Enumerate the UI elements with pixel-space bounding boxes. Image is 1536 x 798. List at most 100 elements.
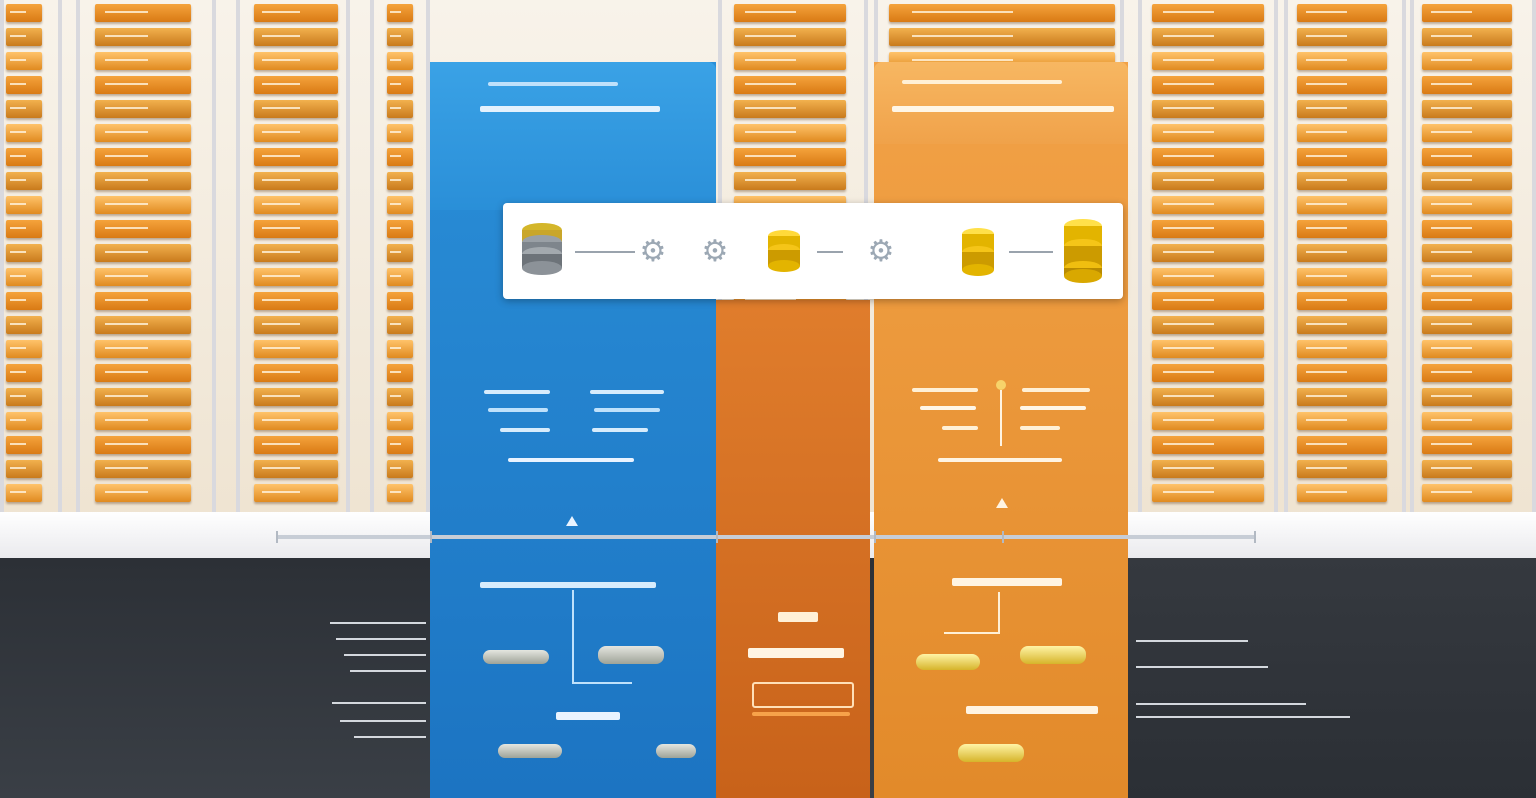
storage-box: [734, 172, 846, 190]
coin-pill: [958, 744, 1024, 762]
storage-box: [254, 4, 338, 22]
storage-box: [387, 316, 413, 334]
storage-box: [6, 340, 42, 358]
storage-box: [254, 100, 338, 118]
storage-box: [1152, 316, 1264, 334]
storage-box: [734, 100, 846, 118]
storage-box: [95, 244, 191, 262]
storage-box: [95, 148, 191, 166]
storage-box: [6, 76, 42, 94]
storage-box: [1422, 268, 1512, 286]
storage-box: [6, 52, 42, 70]
storage-box: [387, 4, 413, 22]
storage-box: [1422, 364, 1512, 382]
storage-box: [254, 436, 338, 454]
storage-box: [1422, 388, 1512, 406]
storage-box: [6, 412, 42, 430]
node-pill: [598, 646, 664, 664]
storage-box: [254, 220, 338, 238]
storage-box: [1297, 268, 1387, 286]
storage-box: [254, 172, 338, 190]
storage-box: [6, 388, 42, 406]
storage-box: [734, 76, 846, 94]
storage-box: [254, 76, 338, 94]
storage-box: [1422, 76, 1512, 94]
storage-box: [1152, 52, 1264, 70]
storage-box: [6, 172, 42, 190]
storage-box: [6, 292, 42, 310]
storage-box: [1152, 76, 1264, 94]
storage-box: [1297, 484, 1387, 502]
storage-box: [1152, 460, 1264, 478]
storage-box: [889, 4, 1115, 22]
coin-stack-icon: [1057, 215, 1109, 287]
storage-box: [387, 436, 413, 454]
storage-box: [387, 460, 413, 478]
storage-box: [1297, 316, 1387, 334]
storage-box: [95, 268, 191, 286]
storage-box: [1297, 172, 1387, 190]
storage-box: [1152, 124, 1264, 142]
coin-pill: [916, 654, 980, 670]
storage-box: [95, 196, 191, 214]
storage-box: [6, 484, 42, 502]
storage-box: [6, 148, 42, 166]
storage-box: [1297, 364, 1387, 382]
gear-icon: ⚙: [639, 234, 667, 268]
coin-stack-icon: [955, 223, 1001, 283]
storage-box: [254, 148, 338, 166]
storage-box: [1422, 28, 1512, 46]
storage-box: [734, 148, 846, 166]
storage-box: [1152, 148, 1264, 166]
storage-box: [387, 196, 413, 214]
storage-box: [1152, 28, 1264, 46]
blue-arrow-up-icon: [566, 516, 578, 526]
storage-box: [1422, 340, 1512, 358]
storage-box: [1152, 388, 1264, 406]
storage-box: [95, 316, 191, 334]
storage-box: [1422, 292, 1512, 310]
storage-box: [387, 340, 413, 358]
storage-box: [254, 364, 338, 382]
storage-box: [254, 196, 338, 214]
storage-box: [6, 364, 42, 382]
storage-box: [387, 28, 413, 46]
orange-dark-column: [716, 300, 870, 798]
storage-box: [254, 340, 338, 358]
storage-box: [254, 268, 338, 286]
storage-box: [387, 100, 413, 118]
storage-box: [95, 364, 191, 382]
storage-box: [95, 484, 191, 502]
storage-box: [95, 52, 191, 70]
storage-box: [1297, 52, 1387, 70]
storage-box: [734, 52, 846, 70]
storage-box: [1152, 292, 1264, 310]
storage-box: [95, 460, 191, 478]
storage-box: [1422, 148, 1512, 166]
storage-box: [254, 244, 338, 262]
storage-box: [889, 28, 1115, 46]
storage-box: [1152, 220, 1264, 238]
orange-arrow-up-icon: [996, 498, 1008, 508]
shelf-rack: [1284, 0, 1406, 512]
shelf-rack: [0, 0, 62, 512]
node-pill: [483, 650, 549, 664]
shelf-rack: [370, 0, 430, 512]
storage-box: [1297, 340, 1387, 358]
storage-box: [95, 76, 191, 94]
storage-box: [1152, 484, 1264, 502]
storage-box: [1422, 436, 1512, 454]
storage-box: [387, 76, 413, 94]
storage-box: [95, 28, 191, 46]
storage-box: [1422, 4, 1512, 22]
storage-box: [1152, 172, 1264, 190]
storage-box: [1297, 28, 1387, 46]
timeline-axis: [276, 531, 1256, 543]
storage-box: [1297, 76, 1387, 94]
storage-box: [734, 124, 846, 142]
storage-box: [95, 4, 191, 22]
storage-box: [95, 340, 191, 358]
storage-box: [1297, 124, 1387, 142]
storage-box: [1297, 412, 1387, 430]
storage-box: [387, 52, 413, 70]
